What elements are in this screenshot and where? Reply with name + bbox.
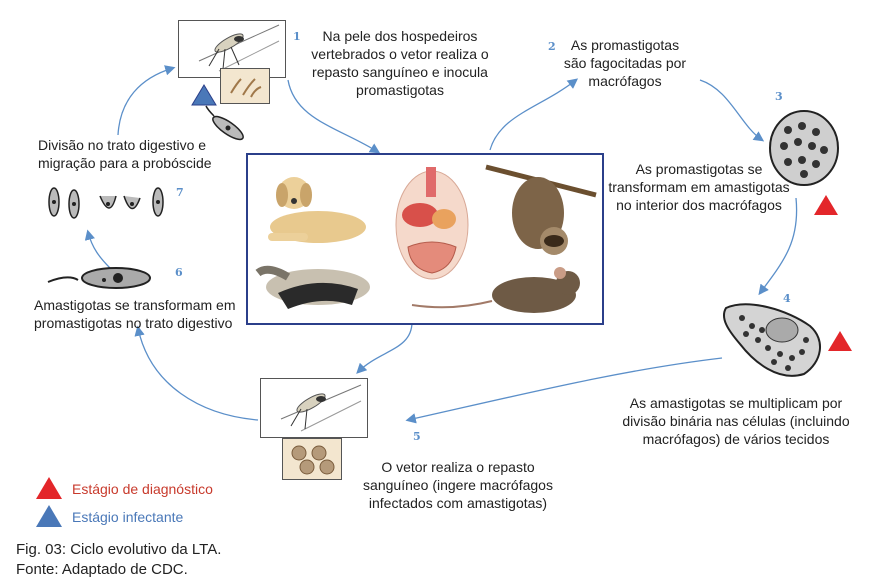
step-6-text: Amastigotas se transformam em promastigo… [34, 297, 236, 331]
arrow-2-to-3 [699, 79, 765, 142]
arrow-host-to-2 [489, 78, 579, 151]
caption-line-2: Fonte: Adaptado de CDC. [16, 561, 188, 578]
step-4-text: As amastigotas se multiplicam por divisã… [622, 395, 850, 447]
arrow-7-to-1 [117, 65, 176, 136]
step-3-text: As promastigotas se transformam em amast… [608, 161, 790, 213]
vertebrate-hosts-panel [246, 153, 604, 325]
step-5-number: 5 [413, 430, 421, 443]
step-2-number: 2 [548, 40, 556, 53]
sandfly-icon [198, 24, 280, 72]
step-5-text: O vetor realiza o repasto sanguíneo (ing… [363, 459, 553, 511]
arrow-5-to-6 [134, 325, 259, 421]
promastigote-inset [220, 68, 270, 104]
infective-stage-legend-label: Estágio infectante [72, 509, 184, 525]
hosts-illustration [255, 164, 597, 313]
diagnostic-stage-legend-icon [36, 477, 62, 499]
diagnostic-stage-triangle-4 [828, 331, 852, 351]
diagnostic-stage-triangle-3 [814, 195, 838, 215]
arrow-6-to-7 [84, 229, 111, 269]
infected-macrophages-icon [291, 445, 335, 475]
step-6-number: 6 [175, 266, 183, 279]
infected-tissue-cell-icon [722, 303, 822, 377]
sandfly-icon-2 [280, 384, 362, 432]
step-4-number: 4 [783, 292, 791, 305]
vector-feeding-illustration [260, 378, 368, 438]
arrow-4-to-5 [405, 357, 723, 424]
step-2-text: As promastigotas são fagocitadas por mac… [563, 37, 687, 89]
infective-stage-triangle-1 [191, 84, 217, 106]
arrow-1-to-host [287, 79, 381, 154]
human-digestive-system-icon [395, 167, 469, 280]
diagnostic-stage-legend-label: Estágio de diagnóstico [72, 481, 213, 497]
sloth-icon [485, 164, 597, 255]
step-7-number: 7 [176, 186, 184, 199]
arrow-3-to-4 [758, 197, 798, 296]
amastigote-to-promastigote-icon [47, 267, 151, 289]
figure-caption: Fig. 03: Ciclo evolutivo da LTA. Fonte: … [16, 540, 221, 580]
infected-macrophage-inset [282, 438, 342, 480]
macrophage-icon [769, 110, 839, 186]
dividing-promastigotes-icon [48, 187, 164, 219]
infective-stage-legend-icon [36, 505, 62, 527]
promastigote-icon [205, 105, 244, 141]
dog-icon [268, 177, 366, 243]
step-3-number: 3 [775, 90, 783, 103]
step-1-number: 1 [293, 30, 301, 43]
step-7-text: Divisão no trato digestivo e migração pa… [38, 137, 212, 171]
step-1-text: Na pele dos hospedeiros vertebrados o ve… [311, 28, 489, 98]
rat-icon [411, 267, 580, 313]
anteater-icon [255, 265, 370, 309]
caption-line-1: Fig. 03: Ciclo evolutivo da LTA. [16, 541, 222, 558]
arrow-host-to-5 [356, 321, 413, 374]
promastigote-cells-icon [230, 78, 262, 98]
